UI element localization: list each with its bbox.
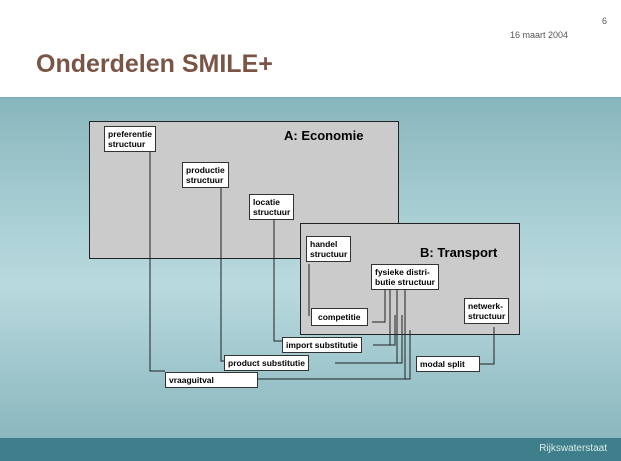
import-substitutie-label: import substitutie — [282, 337, 362, 353]
economie-box-title: A: Economie — [284, 128, 364, 143]
fysieke-distributie-label: fysieke distri- butie structuur — [371, 264, 439, 290]
preferentie-structuur-label: preferentie structuur — [104, 126, 156, 152]
page-number: 6 — [602, 16, 608, 26]
footer-bar: Rijkswaterstaat — [0, 438, 621, 461]
vraaguitval-label: vraaguitval — [165, 372, 258, 388]
handel-structuur-label: handel structuur — [306, 236, 352, 262]
modal-split-label: modal split — [416, 356, 480, 372]
locatie-structuur-label: locatie structuur — [249, 194, 295, 220]
netwerk-structuur-label: netwerk- structuur — [464, 298, 510, 324]
slide-date: 16 maart 2004 — [510, 30, 569, 40]
transport-box-title: B: Transport — [420, 245, 498, 260]
competitie-label: competitie — [311, 308, 368, 326]
productie-structuur-label: productie structuur — [182, 162, 229, 188]
title-divider — [0, 97, 621, 100]
footer-brand: Rijkswaterstaat — [539, 443, 607, 454]
product-substitutie-label: product substitutie — [224, 355, 309, 371]
slide-title: Onderdelen SMILE+ — [36, 50, 273, 78]
